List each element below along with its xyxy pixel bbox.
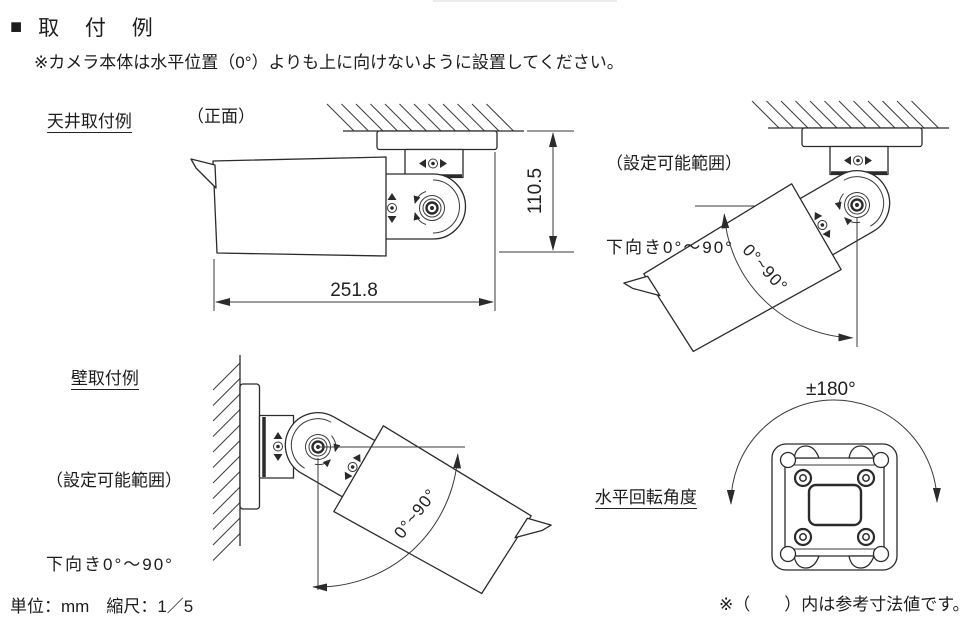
width-dim-label: 251.8	[330, 280, 378, 301]
ceiling-mount-heading: 天井取付例	[46, 111, 132, 133]
range-value: 下向き0°～90°	[606, 237, 734, 257]
height-dimension: 110.5	[494, 130, 574, 311]
ceiling-tilt-view-drawing: 0°~90°	[623, 99, 951, 367]
ceiling-front-view-drawing: 110.5 251.8	[191, 102, 574, 311]
corner-hole	[779, 545, 797, 563]
page-title: ■ 取 付 例	[10, 12, 163, 42]
range-heading: （設定可能範囲）	[46, 471, 182, 490]
ceiling-range-note: （設定可能範囲） 下向き0°～90°	[606, 100, 742, 318]
tilt-range-arc	[721, 213, 854, 342]
tilt-range-arc	[312, 453, 462, 592]
rotation-rear-view-drawing	[726, 399, 941, 571]
wall-range-note: （設定可能範囲） 下向き0°～90°	[46, 417, 182, 630]
pan-rotation-heading: 水平回転角度	[594, 487, 697, 509]
top-right-tab	[848, 445, 875, 459]
reference-dimension-note: ※（ ）内は参考寸法値です。	[719, 595, 970, 614]
corner-hole	[779, 451, 797, 469]
camera-assembly-wall	[265, 386, 552, 609]
installation-note: ※カメラ本体は水平位置（0°）よりも上に向けないように設置してください。	[34, 53, 624, 72]
bottom-left-tab	[793, 555, 820, 569]
wall-hatching	[212, 362, 241, 561]
corner-hole	[872, 451, 890, 469]
page-top-border	[433, 0, 617, 2]
range-value: 下向き0°～90°	[46, 554, 174, 574]
pan-rotation-arc	[726, 399, 941, 505]
width-dimension: 251.8	[213, 259, 494, 311]
wall-mount-drawing: 0°~90°	[212, 355, 552, 609]
pan-angle-label: ±180°	[806, 379, 856, 400]
corner-hole	[872, 545, 890, 563]
page-title-text: 取 付 例	[38, 17, 163, 40]
wall-base-plate	[239, 383, 261, 510]
height-dim-label: 110.5	[525, 168, 546, 214]
mount-screws	[793, 468, 876, 547]
range-heading: （設定可能範囲）	[606, 154, 742, 173]
wall-mount-heading: 壁取付例	[70, 368, 139, 390]
unit-scale-note: 単位：mm 縮尺：1／5	[10, 597, 194, 616]
wall-tilt-adjust-icon	[273, 432, 283, 461]
front-view-label: （正面）	[187, 107, 255, 126]
black-square-bullet-icon: ■	[10, 16, 23, 38]
cable-opening	[807, 483, 863, 527]
bottom-right-tab	[848, 555, 875, 569]
top-left-tab	[793, 445, 820, 459]
